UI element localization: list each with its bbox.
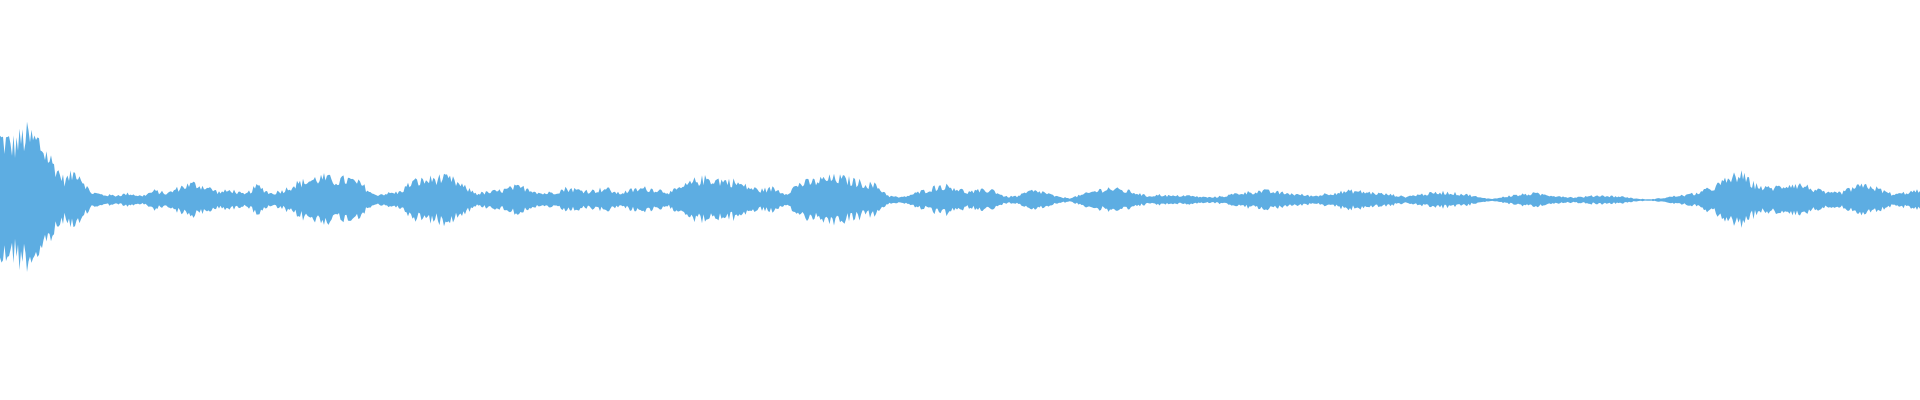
waveform-shape [0,121,1920,272]
